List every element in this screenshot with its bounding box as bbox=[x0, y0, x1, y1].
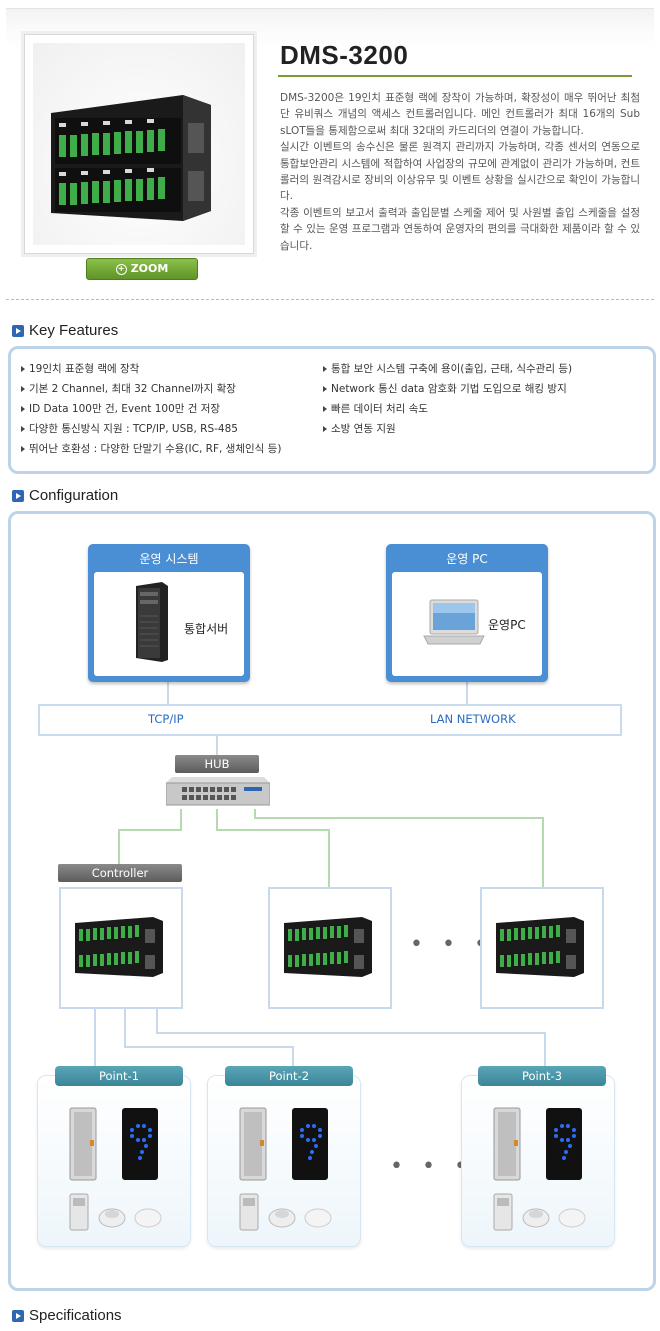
feature-item: 기본 2 Channel, 최대 32 Channel까지 확장 bbox=[19, 379, 281, 399]
controller-rack-icon bbox=[284, 917, 372, 977]
point-card bbox=[208, 1076, 360, 1246]
zoom-label: ZOOM bbox=[130, 262, 169, 275]
feature-item: 빠른 데이터 처리 속도 bbox=[321, 399, 572, 419]
feature-item: 다양한 통신방식 지원 : TCP/IP, USB, RS-485 bbox=[19, 419, 281, 439]
feature-item: Network 통신 data 암호화 기법 도입으로 해킹 방지 bbox=[321, 379, 572, 399]
point-tag: Point-2 bbox=[225, 1066, 353, 1086]
connector-line bbox=[292, 1046, 294, 1066]
connector-line bbox=[118, 829, 120, 865]
lan-network-label: LAN NETWORK bbox=[430, 712, 516, 726]
ops-pc-body: 운영PC bbox=[392, 572, 542, 676]
pc-label: 운영PC bbox=[488, 618, 526, 632]
feature-item: 소방 연동 지원 bbox=[321, 419, 572, 439]
controller-rack-icon bbox=[75, 917, 163, 977]
network-bar: TCP/IP LAN NETWORK bbox=[38, 704, 622, 736]
controller-rack-image bbox=[51, 95, 211, 221]
connector-line bbox=[156, 1008, 158, 1034]
plus-icon: + bbox=[115, 264, 127, 275]
connector-line bbox=[216, 732, 218, 756]
connector-line bbox=[94, 1008, 96, 1066]
connector-line bbox=[328, 829, 330, 887]
feature-item: 통합 보안 시스템 구축에 용이(출입, 근태, 식수관리 등) bbox=[321, 359, 572, 379]
connector-line bbox=[124, 1046, 294, 1048]
product-title: DMS-3200 bbox=[280, 40, 409, 70]
point-card bbox=[462, 1076, 614, 1246]
connector-line bbox=[466, 682, 468, 706]
feature-item: 뛰어난 호환성 : 다양한 단말기 수용(IC, RF, 생체인식 등) bbox=[19, 439, 281, 459]
connector-line bbox=[167, 682, 169, 706]
connector-line bbox=[118, 829, 182, 831]
product-photo[interactable] bbox=[24, 34, 254, 254]
point-tag: Point-3 bbox=[478, 1066, 606, 1086]
description-paragraph: 각종 이벤트의 보고서 출력과 출입문별 스케줄 제어 및 사원별 출입 스케줄… bbox=[280, 206, 640, 252]
laptop-icon bbox=[423, 599, 485, 645]
hub-tag: HUB bbox=[175, 755, 259, 773]
tcpip-label: TCP/IP bbox=[148, 712, 184, 726]
features-left-column: 19인치 표준형 랙에 장착 기본 2 Channel, 최대 32 Chann… bbox=[19, 359, 281, 459]
connector-line bbox=[156, 1032, 546, 1034]
arrow-icon bbox=[12, 490, 24, 502]
ops-system-title: 운영 시스템 bbox=[139, 552, 199, 566]
features-right-column: 통합 보안 시스템 구축에 용이(출입, 근태, 식수관리 등) Network… bbox=[321, 359, 572, 439]
feature-item: 19인치 표준형 랙에 장착 bbox=[19, 359, 281, 379]
access-devices-icon bbox=[69, 1107, 162, 1231]
more-points-ellipsis: • • • bbox=[390, 1154, 473, 1179]
key-features-box: 19인치 표준형 랙에 장착 기본 2 Channel, 최대 32 Chann… bbox=[8, 346, 656, 474]
connector-line bbox=[216, 809, 218, 829]
description-paragraph: 실시간 이벤트의 송수신은 물론 원격지 관리까지 가능하며, 각종 센서의 연… bbox=[280, 141, 640, 203]
connector-line bbox=[216, 829, 330, 831]
more-controllers-ellipsis: • • • bbox=[410, 932, 493, 957]
connector-line bbox=[542, 817, 544, 887]
product-description: DMS-3200은 19인치 표준형 랙에 장착이 가능하며, 확장성이 매우 … bbox=[280, 90, 640, 254]
point-card bbox=[38, 1076, 190, 1246]
ops-pc-title: 운영 PC bbox=[446, 552, 488, 566]
connector-line bbox=[124, 1008, 126, 1048]
arrow-icon bbox=[12, 1310, 24, 1322]
connector-line bbox=[254, 809, 256, 819]
server-icon bbox=[136, 582, 168, 662]
hub-device-icon bbox=[166, 777, 270, 806]
controller-card bbox=[268, 887, 392, 1009]
connector-line bbox=[544, 1032, 546, 1066]
controller-rack-icon bbox=[496, 917, 584, 977]
ops-system-card: 운영 시스템 통합서버 bbox=[88, 544, 250, 682]
connector-line bbox=[254, 817, 544, 819]
point-tag: Point-1 bbox=[55, 1066, 183, 1086]
zoom-button[interactable]: +ZOOM bbox=[86, 258, 198, 280]
controller-card bbox=[59, 887, 183, 1009]
ops-pc-card: 운영 PC 운영PC bbox=[386, 544, 548, 682]
feature-item: ID Data 100만 건, Event 100만 건 저장 bbox=[19, 399, 281, 419]
connector-line bbox=[180, 809, 182, 829]
controller-card bbox=[480, 887, 604, 1009]
title-divider bbox=[278, 75, 632, 77]
access-devices-icon bbox=[239, 1107, 332, 1231]
access-devices-icon bbox=[493, 1107, 586, 1231]
arrow-icon bbox=[12, 325, 24, 337]
controller-tag: Controller bbox=[58, 864, 182, 882]
section-divider bbox=[6, 299, 654, 300]
ops-system-body: 통합서버 bbox=[94, 572, 244, 676]
description-paragraph: DMS-3200은 19인치 표준형 랙에 장착이 가능하며, 확장성이 매우 … bbox=[280, 92, 640, 137]
server-label: 통합서버 bbox=[184, 622, 229, 636]
